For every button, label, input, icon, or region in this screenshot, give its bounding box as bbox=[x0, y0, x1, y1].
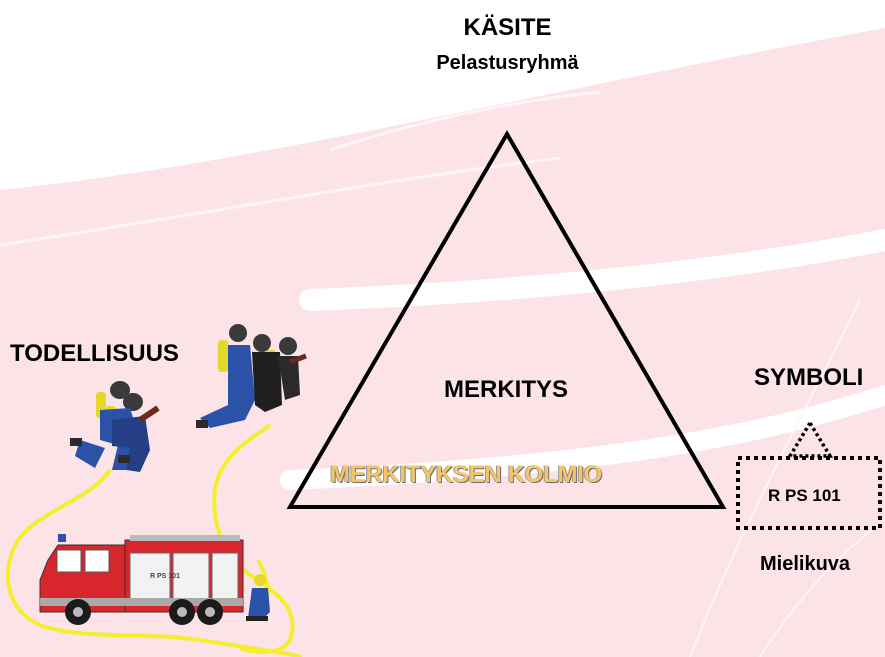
mental-image-label: Mielikuva bbox=[760, 553, 851, 575]
symbol-dotted-box bbox=[736, 456, 882, 530]
triangle-name-label: MERKITYKSEN KOLMIO bbox=[330, 461, 602, 488]
fire-truck-icon: R PS 101 bbox=[39, 534, 244, 625]
firefighters-kneeling-icon bbox=[70, 381, 160, 472]
symbol-dotted-triangle-icon bbox=[786, 419, 834, 458]
pump-operator-icon bbox=[246, 574, 270, 621]
symbol-box-text: R PS 101 bbox=[768, 486, 841, 505]
concept-subtitle: Pelastusryhmä bbox=[436, 52, 579, 74]
meaning-label: MERKITYS bbox=[444, 376, 569, 403]
firefighters-with-nozzle-icon bbox=[196, 324, 307, 428]
meaning-triangle bbox=[286, 130, 727, 509]
reality-label: TODELLISUUS bbox=[10, 340, 179, 367]
symbol-label: SYMBOLI bbox=[754, 364, 864, 391]
truck-plate-text: R PS 101 bbox=[150, 573, 180, 580]
concept-title: KÄSITE bbox=[463, 14, 552, 41]
background-band bbox=[0, 28, 885, 657]
